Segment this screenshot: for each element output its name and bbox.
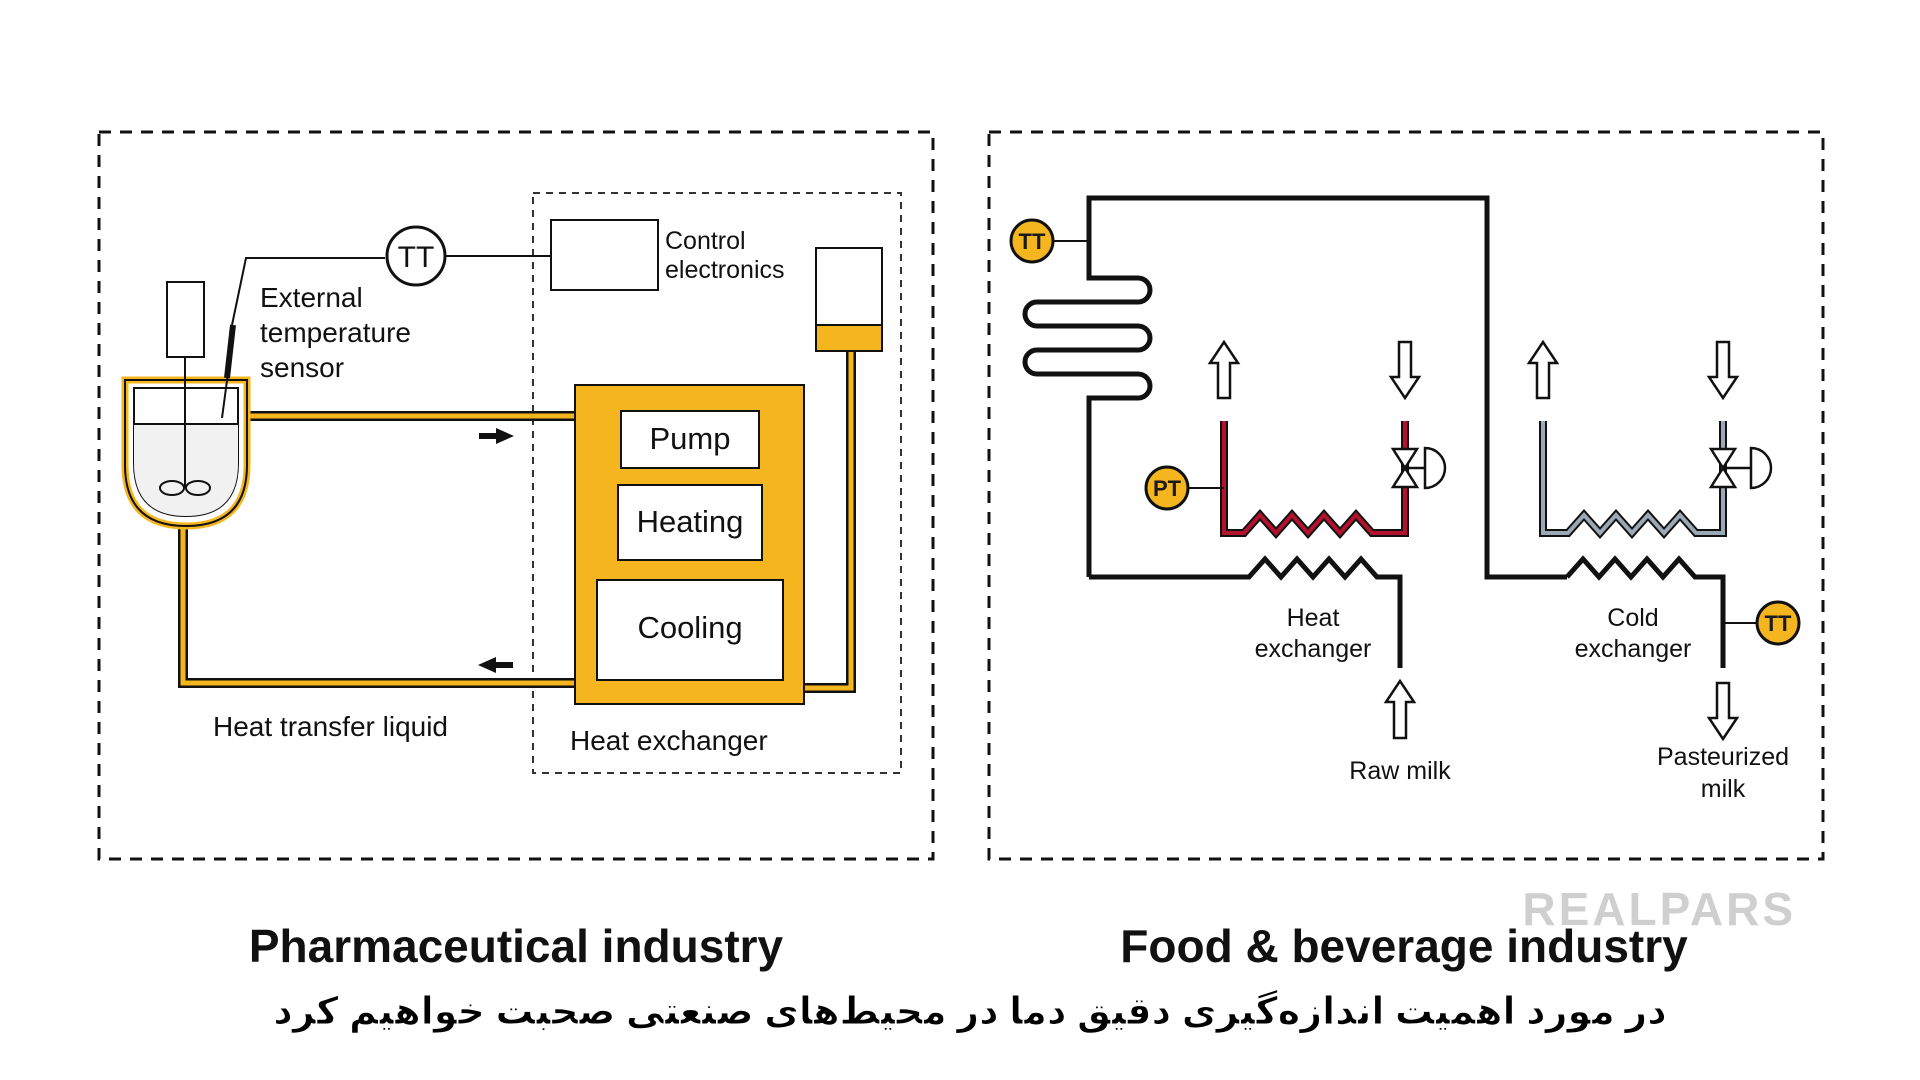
cold-control-valve (1708, 446, 1773, 490)
cold-out-arrow (1526, 339, 1560, 400)
control-electronics-box (550, 219, 659, 291)
tt-top-label: TT (1019, 229, 1046, 254)
raw-milk-arrow (1383, 678, 1417, 740)
heating-label: Heating (637, 504, 744, 539)
pharma-panel-border (97, 130, 935, 861)
tt-top-instrument: TT (1009, 218, 1089, 264)
hot-in-arrow (1388, 340, 1422, 401)
heat-exchanger-enclosure (532, 192, 902, 774)
tt-label: TT (398, 241, 435, 274)
pump-label: Pump (650, 421, 731, 456)
sensor-label-2: temperature (260, 317, 411, 348)
heating-box (617, 484, 763, 561)
control-electronics-label-2: electronics (665, 256, 785, 284)
cooling-box (596, 579, 784, 681)
pasteurized-label-1: Pasteurized (1657, 743, 1789, 771)
brand-logo: REALPARS (1522, 883, 1796, 935)
agitator-motor (166, 281, 205, 358)
pharma-panel: TT Control electronics Pump Heating Cool… (97, 130, 935, 861)
expansion-tank (815, 247, 883, 352)
pasteurized-milk-arrow (1706, 681, 1740, 742)
heat-exchanger-label-1: Heat (1287, 604, 1340, 632)
flow-arrow-left (478, 657, 513, 673)
raw-milk-label: Raw milk (1349, 757, 1451, 785)
cold-exchanger-label-1: Cold (1607, 604, 1658, 632)
pharma-title: Pharmaceutical industry (249, 920, 784, 972)
pump-box (620, 410, 760, 469)
pasteurized-label-2: milk (1701, 775, 1746, 803)
tt-transmitter: TT (385, 225, 551, 287)
heat-transfer-loop (178, 351, 856, 693)
sensor-label-1: External (260, 282, 363, 313)
heat-transfer-liquid-label: Heat transfer liquid (213, 711, 448, 742)
heat-exchanger-label-2: exchanger (1255, 635, 1372, 663)
temperature-probe (221, 257, 385, 419)
food-panel: TT PT TT Heat exchanger Cold exchanger R… (987, 130, 1825, 861)
pt-label: PT (1153, 476, 1182, 501)
main-process-loop (1022, 195, 1567, 580)
flow-arrow-right (479, 428, 514, 444)
cold-in-arrow (1706, 340, 1740, 401)
hot-control-valve (1390, 446, 1447, 490)
food-panel-border (987, 130, 1825, 861)
subtitle-caption: در مورد اهمیت اندازه‌گیری دقیق دما در مح… (273, 989, 1666, 1034)
hot-out-arrow (1207, 339, 1241, 400)
agitator-blade (159, 480, 185, 496)
heat-exchanger-product-line (1089, 555, 1403, 668)
control-electronics-label-1: Control (665, 227, 746, 255)
reactor-vessel (121, 281, 251, 530)
pt-instrument: PT (1144, 465, 1224, 511)
hot-water-circuit (1220, 421, 1409, 540)
cooling-label: Cooling (637, 610, 742, 645)
cold-exchanger-product-line (1565, 555, 1726, 668)
sensor-label-3: sensor (260, 352, 344, 383)
cold-exchanger-label-2: exchanger (1575, 635, 1692, 663)
tt-right-instrument: TT (1723, 600, 1801, 646)
tt-right-label: TT (1765, 611, 1792, 636)
tt-circle (385, 225, 447, 287)
cold-water-circuit (1539, 421, 1727, 540)
food-title: Food & beverage industry (1120, 920, 1688, 972)
heat-exchanger-label: Heat exchanger (570, 725, 768, 756)
